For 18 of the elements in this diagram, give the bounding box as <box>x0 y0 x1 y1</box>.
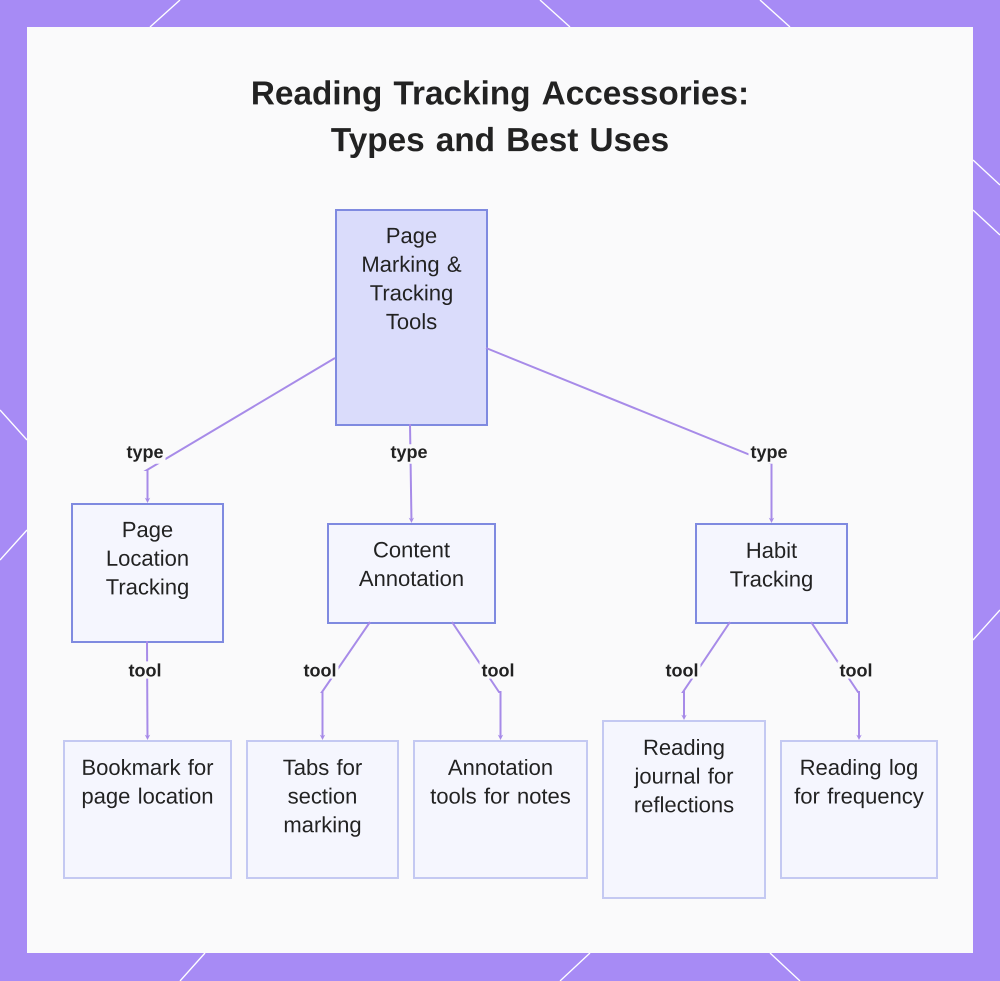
process-box: Page Marking & Tracking Tools <box>335 209 488 426</box>
process-box: Habit Tracking <box>695 523 848 624</box>
edge-label: type <box>748 444 790 464</box>
edge-label: tool <box>302 661 338 679</box>
edge-label: type <box>388 444 430 464</box>
edge-label: tool <box>126 661 164 679</box>
edge-label: tool <box>664 661 700 679</box>
process-box: Annotation tools for notes <box>413 740 588 879</box>
edge-label: tool <box>838 661 874 679</box>
process-box: Page Location Tracking <box>71 503 224 643</box>
process-box: Tabs for section marking <box>246 740 399 879</box>
process-box: Bookmark for page location <box>63 740 232 879</box>
title: Reading Tracking Accessories: Types and Best Uses <box>253 80 746 158</box>
edge-label: tool <box>480 661 516 679</box>
edge-label: type <box>124 444 166 464</box>
process-box: Reading log for frequency <box>780 740 938 879</box>
process-box: Reading journal for reflections <box>602 720 766 899</box>
process-box: Content Annotation <box>327 523 496 624</box>
